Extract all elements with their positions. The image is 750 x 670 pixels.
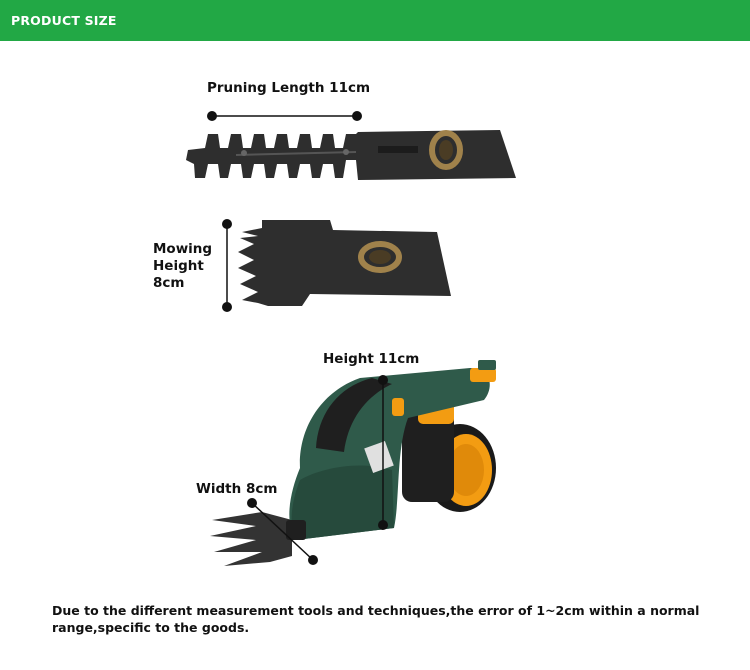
mowing-height-label: Mowing Height 8cm: [153, 241, 212, 292]
height-marker: [378, 375, 388, 530]
pruning-length-marker: [207, 111, 362, 121]
mowing-height-line-1: Mowing: [153, 241, 213, 257]
mowing-height-marker: [222, 219, 232, 312]
mowing-height-line-3: 8cm: [153, 275, 185, 291]
height-label: Height 11cm: [323, 351, 420, 367]
width-label: Width 8cm: [196, 481, 278, 497]
mowing-height-line-2: Height: [153, 258, 204, 274]
measurement-note: Due to the different measurement tools a…: [52, 603, 700, 635]
header-banner: PRODUCT SIZE: [0, 0, 750, 41]
width-marker: [247, 498, 318, 565]
shear-tool: [210, 360, 496, 566]
banner-title: PRODUCT SIZE: [11, 13, 117, 28]
pruning-blade: [186, 130, 516, 180]
pruning-length-label: Pruning Length 11cm: [207, 80, 371, 96]
mowing-blade: [238, 220, 451, 306]
